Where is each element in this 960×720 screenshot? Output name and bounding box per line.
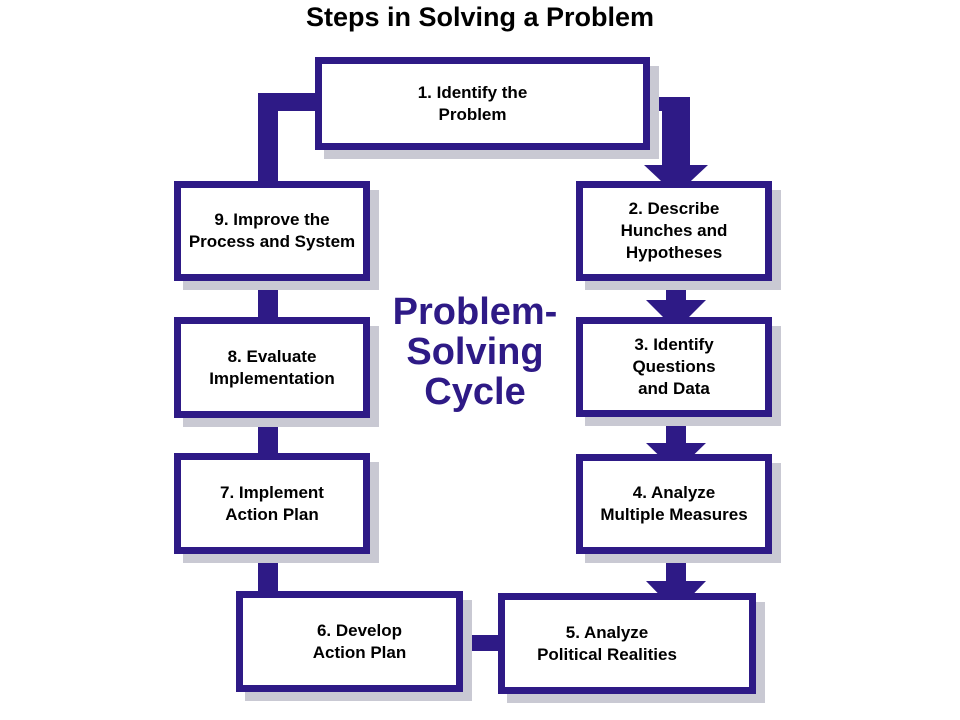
center-label-line-1: Problem-	[392, 291, 558, 333]
step-6-line-2: Action Plan	[312, 642, 407, 662]
step-3-line-2: Questions	[632, 357, 716, 376]
diagram-title: Steps in Solving a Problem	[305, 2, 655, 32]
step-8-line-2: Implementation	[209, 368, 335, 388]
step-5-line-1: 5. Analyze	[565, 622, 649, 642]
step-7-line-2: Action Plan	[225, 504, 319, 524]
step-1-identify-problem: 1. Identify the Problem	[315, 57, 650, 150]
center-label-line-3: Cycle	[424, 371, 526, 413]
step-2-describe-hunches: 2. Describe Hunches and Hypotheses	[576, 181, 772, 281]
step-7-line-1: 7. Implement	[220, 482, 324, 502]
step-2-line-2: Hunches and	[620, 221, 728, 240]
step-9-improve-process: 9. Improve the Process and System	[174, 181, 370, 281]
arrow-step3-to-step4	[646, 416, 706, 472]
step-9-line-2: Process and System	[188, 232, 356, 251]
step-3-identify-questions: 3. Identify Questions and Data	[576, 317, 772, 417]
arrow-step1-to-step2	[590, 97, 708, 195]
step-6-line-1: 6. Develop	[316, 620, 403, 640]
step-1-line-2: Problem	[438, 104, 507, 124]
center-label-line-2: Solving	[406, 331, 544, 373]
step-9-line-1: 9. Improve the	[214, 210, 330, 229]
step-6-develop-action-plan: 6. Develop Action Plan	[236, 591, 463, 692]
step-8-evaluate-implementation: 8. Evaluate Implementation	[174, 317, 370, 418]
step-3-line-3: and Data	[638, 379, 710, 398]
arrow-step4-to-step5	[646, 553, 706, 612]
step-4-line-1: 4. Analyze	[632, 483, 716, 502]
step-1-line-1: 1. Identify the	[417, 82, 528, 102]
step-4-analyze-measures: 4. Analyze Multiple Measures	[576, 454, 772, 554]
step-2-line-1: 2. Describe	[628, 199, 720, 218]
cycle-center-label: Problem- Solving Cycle	[385, 292, 565, 412]
step-4-line-2: Multiple Measures	[600, 505, 748, 524]
step-3-line-1: 3. Identify	[634, 335, 714, 354]
step-8-line-1: 8. Evaluate	[227, 346, 317, 366]
step-5-line-2: Political Realities	[537, 644, 677, 664]
step-5-analyze-political-realities: 5. Analyze Political Realities	[498, 593, 756, 694]
arrow-step2-to-step3	[646, 280, 706, 330]
step-2-line-3: Hypotheses	[625, 243, 723, 262]
step-7-implement-action-plan: 7. Implement Action Plan	[174, 453, 370, 554]
